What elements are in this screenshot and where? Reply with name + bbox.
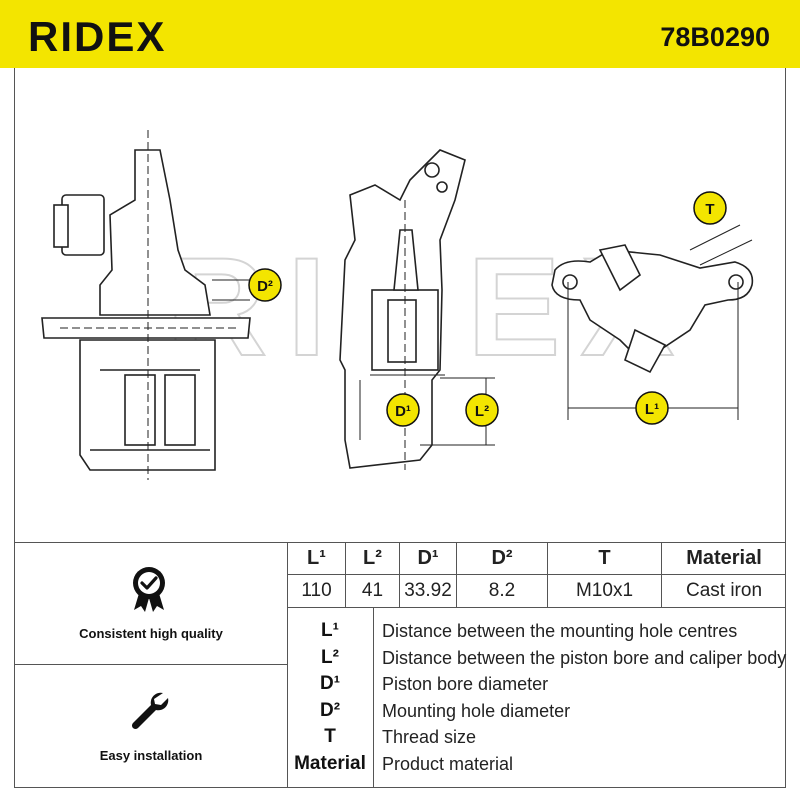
legend-key: L² [321,647,339,668]
spec-col-rule-4 [547,542,548,607]
wrench-icon [131,692,169,730]
table-top-rule [14,542,786,543]
legend-description: Distance between the piston bore and cal… [382,648,787,668]
callout-t-label: T [705,201,714,218]
spec-header-l1: L¹ [307,546,326,569]
spec-header-d1: D¹ [417,546,439,569]
legend-row-d2: D² Mounting hole diameter [288,698,785,724]
callout-d1-label: D¹ [395,403,411,420]
spec-header-rule [288,574,786,575]
legend-description: Mounting hole diameter [382,701,571,721]
feature-divider [14,664,288,665]
spec-header-d2: D² [491,546,513,569]
legend-row-l1: L¹ Distance between the mounting hole ce… [288,618,785,644]
spec-value-l2: 41 [361,580,384,601]
spec-value-d1: 33.92 [404,580,452,601]
legend-description: Piston bore diameter [382,674,549,694]
callout-l1-label: L¹ [645,401,659,418]
legend-row-l2: L² Distance between the piston bore and … [288,645,787,671]
legend-description: Thread size [382,727,477,747]
callout-d2-label: D² [257,278,273,295]
spec-col-rule-2 [399,542,400,607]
content-frame [14,68,786,788]
legend-row-t: T Thread size [288,724,785,750]
callout-d1 [386,393,420,427]
spec-header-t: T [598,546,611,569]
legend-key: T [324,726,336,747]
technical-drawing: RIDEX D² D¹ L² [41,130,754,480]
callout-l2 [465,393,499,427]
spec-value-t: M10x1 [575,580,634,601]
feature-label-quality: Consistent high quality [79,626,223,641]
spec-header-material: Material [686,546,762,569]
legend-key: Material [294,753,366,774]
legend-key: L¹ [321,620,339,641]
quality-badge-icon [133,567,165,612]
caliper-top-view [551,224,754,420]
callout-l1 [635,391,669,425]
brand-logo: RIDEX [28,13,167,60]
spec-value-material: Cast iron [685,580,763,601]
part-number: 78B0290 [660,22,770,52]
caliper-section-view [339,149,495,470]
feature-column-rule [287,542,288,788]
spec-col-rule-3 [456,542,457,607]
legend-row-material: Material Product material [288,751,785,777]
spec-values-rule [288,607,786,608]
legend-row-d1: D¹ Piston bore diameter [288,671,785,697]
callout-d2-side [248,268,282,302]
spec-value-d2: 8.2 [488,580,516,601]
callout-l2-label: L² [475,403,489,420]
header-bar: RIDEX 78B0290 [0,0,800,68]
legend-description: Product material [382,754,514,774]
legend-key: D¹ [319,673,341,694]
callout-t [693,191,727,225]
spec-header-l2: L² [363,546,382,569]
caliper-side-view [41,130,251,480]
spec-col-rule-1 [345,542,346,607]
feature-label-installation: Easy installation [99,748,203,763]
legend-key: D² [319,700,341,721]
spec-value-l1: 110 [301,580,332,601]
legend-column-rule [373,607,374,788]
spec-col-rule-5 [661,542,662,607]
legend-description: Distance between the mounting hole centr… [382,621,738,641]
